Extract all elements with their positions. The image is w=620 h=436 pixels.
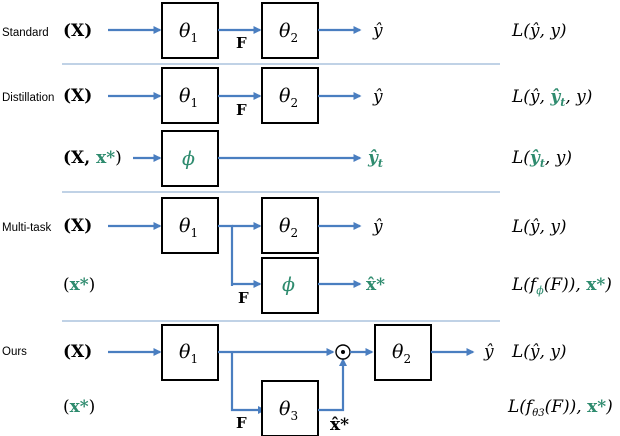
loss-aux-ours: L(fθ3(F)), x*) [507,397,613,419]
phi-aux-box [261,257,319,314]
output-xhat-star: x̂* [366,275,385,295]
theta1-label: θ1 [179,85,198,110]
theta2-label: θ2 [279,85,298,110]
output-yhat: ŷ [372,21,383,41]
row-label-multitask: Multi-task [2,222,51,234]
feature-f-label: F [236,34,247,52]
branch-line [318,365,345,412]
input-x-xstar: (X, x*) [63,148,122,168]
loss-distillation: L(ŷ, ŷt, y) [511,87,592,109]
input-x: (X) [63,21,92,41]
row-multitask: Multi-task (X) θ1 θ2 ŷ L(ŷ, y) (x*) F ϕ … [2,197,612,314]
row-label-ours: Ours [2,346,27,358]
feature-f-label: F [236,101,247,119]
input-x: (X) [63,342,92,362]
phi-label: ϕ [282,274,295,296]
theta3-label: θ3 [279,398,298,423]
input-x: (X) [63,86,92,106]
output-yhat: ŷ [372,87,383,107]
phi-label: ϕ [182,148,195,170]
theta1-label: θ1 [179,20,198,45]
theta2-box [261,2,319,59]
input-xstar: (x*) [63,397,95,417]
loss-aux-multitask: L(fϕ(F)), x*) [511,275,612,297]
theta2-label: θ2 [279,215,298,240]
row-standard: Standard (X) θ1 F θ2 ŷ L(ŷ, y) [2,2,567,59]
row-ours: Ours (X) θ1 F θ3 x̂* θ2 ŷ L(ŷ, y) (x*) L… [2,324,613,436]
output-xhat-star: x̂* [330,415,349,435]
loss-teacher: L(ŷt, y) [511,148,572,170]
branch-line [218,224,234,286]
theta1-label: θ1 [179,215,198,240]
theta1-box [161,324,219,381]
output-yhat: ŷ [372,217,383,237]
theta2-box [374,324,432,381]
input-xstar: (x*) [63,275,95,295]
input-x: (X) [63,216,92,236]
row-label-distillation: Distillation [2,92,54,104]
loss-standard: L(ŷ, y) [511,21,567,41]
theta1-label: θ1 [179,341,198,366]
arrowhead [339,358,347,366]
theta1-box [161,197,219,254]
theta1-box [161,2,219,59]
loss-ours: L(ŷ, y) [511,342,567,362]
feature-f-label: F [238,289,249,307]
theta3-box [261,380,319,436]
feature-f-label: F [236,414,247,432]
output-yhat: ŷ [483,342,494,362]
theta2-label: θ2 [279,20,298,45]
theta2-box [261,197,319,254]
loss-multitask: L(ŷ, y) [511,217,567,237]
row-label-standard: Standard [2,27,49,39]
branch-line [230,352,258,412]
combine-op-dot [341,350,345,354]
theta2-label: θ2 [392,341,411,366]
output-yhat-t: ŷt [367,148,383,170]
row-distillation: Distillation (X) θ1 F θ2 ŷ L(ŷ, ŷt, y) (… [2,67,592,187]
